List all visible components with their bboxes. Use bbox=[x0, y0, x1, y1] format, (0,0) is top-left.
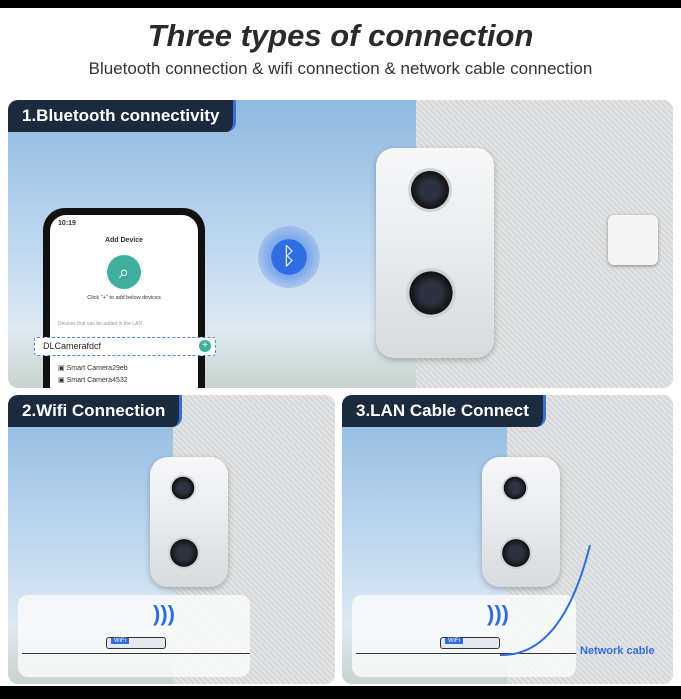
router-illustration: WiFi ))) bbox=[352, 595, 576, 677]
hint-text: Click "+" to add below devices bbox=[87, 295, 161, 301]
device-name: Smart Camera4532 bbox=[66, 377, 128, 384]
screen-title: Add Device bbox=[104, 237, 144, 244]
phone-image: 10:19 Add Device ⌕ Click "+" to add belo… bbox=[43, 208, 205, 388]
device-row[interactable]: ▣ Smart Camera29eb bbox=[58, 365, 128, 372]
network-cable-label: Network cable bbox=[580, 645, 655, 657]
add-icon[interactable]: + bbox=[199, 340, 211, 352]
device-row[interactable]: ▣ Smart Camera4532 bbox=[58, 377, 128, 384]
panel-label: 3.LAN Cable Connect bbox=[342, 395, 546, 427]
panel-label: 1.Bluetooth connectivity bbox=[8, 100, 237, 132]
page-title: Three types of connection bbox=[147, 18, 534, 53]
panel-wifi: 2.Wifi Connection WiFi ))) bbox=[8, 395, 335, 684]
network-cable bbox=[499, 544, 591, 657]
panel-lan: 3.LAN Cable Connect WiFi ))) Network cab… bbox=[342, 395, 673, 684]
section-label: Devices that can be added in the LAN bbox=[58, 321, 142, 327]
device-name: DLCamerafdcf bbox=[43, 341, 102, 351]
wifi-signal-icon: ))) bbox=[153, 601, 175, 626]
device-name: Smart Camera29eb bbox=[66, 365, 128, 372]
bluetooth-icon: ᛒ bbox=[258, 226, 320, 288]
router-illustration: WiFi ))) bbox=[18, 595, 250, 677]
page-subtitle: Bluetooth connection & wifi connection &… bbox=[88, 59, 593, 78]
wifi-signal-icon: ))) bbox=[487, 601, 509, 626]
router-label: WiFi bbox=[445, 638, 463, 644]
camera-image bbox=[150, 457, 228, 587]
page: Three types of connection Bluetooth conn… bbox=[0, 8, 681, 686]
router-label: WiFi bbox=[111, 638, 129, 644]
phone-time: 10:19 bbox=[58, 220, 76, 227]
camera-image bbox=[482, 457, 560, 587]
camera-image bbox=[376, 148, 494, 358]
panel-bluetooth: 1.Bluetooth connectivity bbox=[8, 100, 673, 388]
highlighted-device-row[interactable]: DLCamerafdcf + bbox=[34, 337, 216, 356]
search-icon: ⌕ bbox=[107, 255, 141, 289]
wall-socket bbox=[608, 215, 658, 265]
panel-label: 2.Wifi Connection bbox=[8, 395, 183, 427]
